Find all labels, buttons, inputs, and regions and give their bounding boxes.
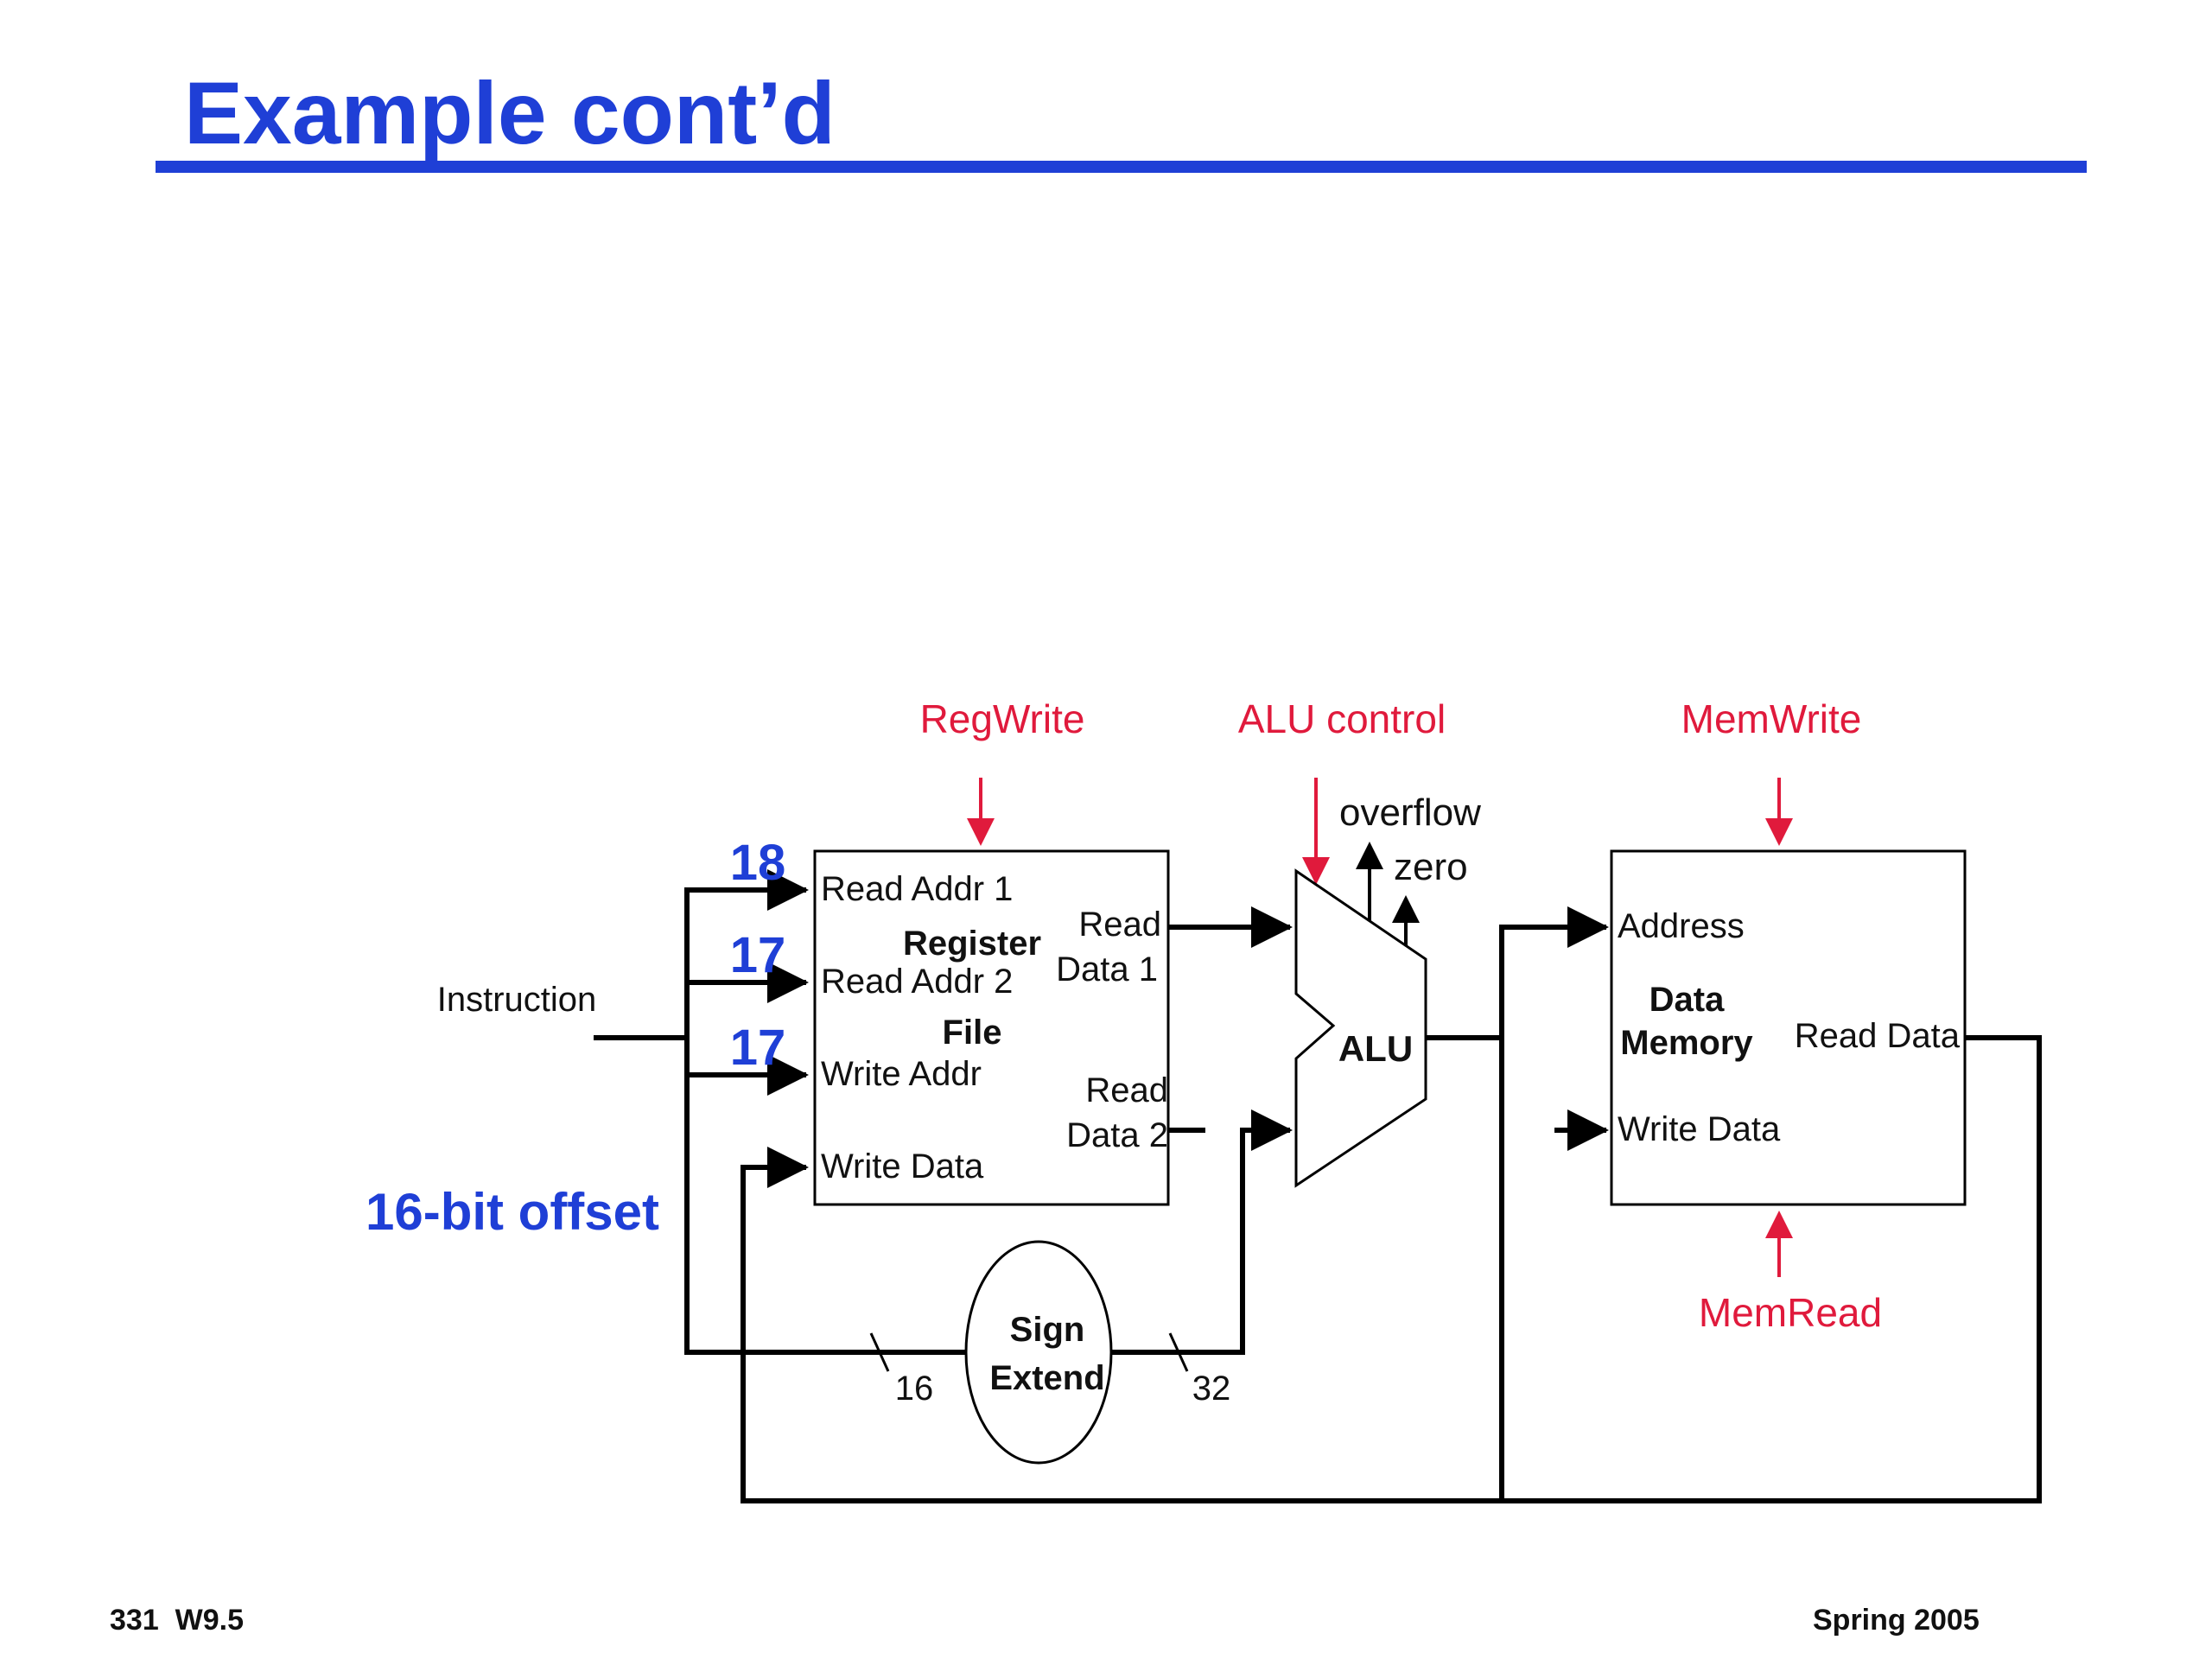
- rf-read-addr-1-port: Read Addr 1: [821, 870, 1013, 908]
- regwrite-label: RegWrite: [920, 696, 1085, 741]
- wires: [594, 869, 2042, 1503]
- instruction-label: Instruction: [437, 981, 597, 1019]
- dm-title-line1: Data: [1649, 981, 1725, 1019]
- memwrite-label: MemWrite: [1681, 696, 1862, 741]
- rf-write-addr-port: Write Addr: [821, 1055, 982, 1093]
- width-slash-32: [1168, 1332, 1189, 1372]
- alu-label: ALU: [1338, 1028, 1413, 1069]
- rf-read-data-1-line2: Data 1: [1056, 950, 1158, 988]
- footer-course-week: 331 W9.5: [110, 1604, 244, 1637]
- overflow-label: overflow: [1339, 791, 1481, 834]
- dm-write-data-port: Write Data: [1618, 1110, 1781, 1148]
- rf-read-data-2-line1: Read: [1085, 1071, 1168, 1109]
- output-width-label: 32: [1192, 1370, 1231, 1408]
- rf-read-data-1-line1: Read: [1078, 906, 1161, 944]
- rf-read-data-2-line2: Data 2: [1066, 1116, 1168, 1154]
- write-addr-value: 17: [730, 1020, 786, 1076]
- alu-block: [1294, 868, 1427, 1188]
- sign-extend-line2: Extend: [989, 1359, 1104, 1397]
- read-addr-2-value: 17: [730, 927, 786, 983]
- input-width-label: 16: [895, 1370, 934, 1408]
- alu-control-label: ALU control: [1238, 696, 1446, 741]
- sign-extend-output-wire: [1109, 1109, 1293, 1355]
- mem-read-data-wire: [741, 1035, 2042, 1503]
- offset-label: 16-bit offset: [365, 1183, 659, 1241]
- zero-label: zero: [1394, 846, 1468, 888]
- slide-title: Example cont’d: [184, 64, 836, 162]
- data-memory-block: [1610, 849, 1967, 1206]
- rf-read-addr-2-port: Read Addr 2: [821, 963, 1013, 1001]
- sign-extend-block: [964, 1240, 1113, 1465]
- rf-write-data-port: Write Data: [821, 1147, 984, 1185]
- register-file-block: [813, 849, 1170, 1206]
- dm-read-data-port: Read Data: [1795, 1017, 1961, 1055]
- dm-address-port: Address: [1618, 907, 1745, 945]
- read-addr-1-value: 18: [730, 835, 786, 891]
- dm-title-line2: Memory: [1620, 1024, 1753, 1062]
- memread-label: MemRead: [1699, 1290, 1882, 1335]
- rf-title-line1: Register: [903, 925, 1041, 963]
- title-underline: [156, 161, 2087, 173]
- width-slash-16: [869, 1332, 890, 1372]
- footer-term: Spring 2005: [1813, 1604, 1980, 1637]
- rf-title-line2: File: [943, 1014, 1002, 1052]
- sign-extend-line1: Sign: [1010, 1311, 1085, 1349]
